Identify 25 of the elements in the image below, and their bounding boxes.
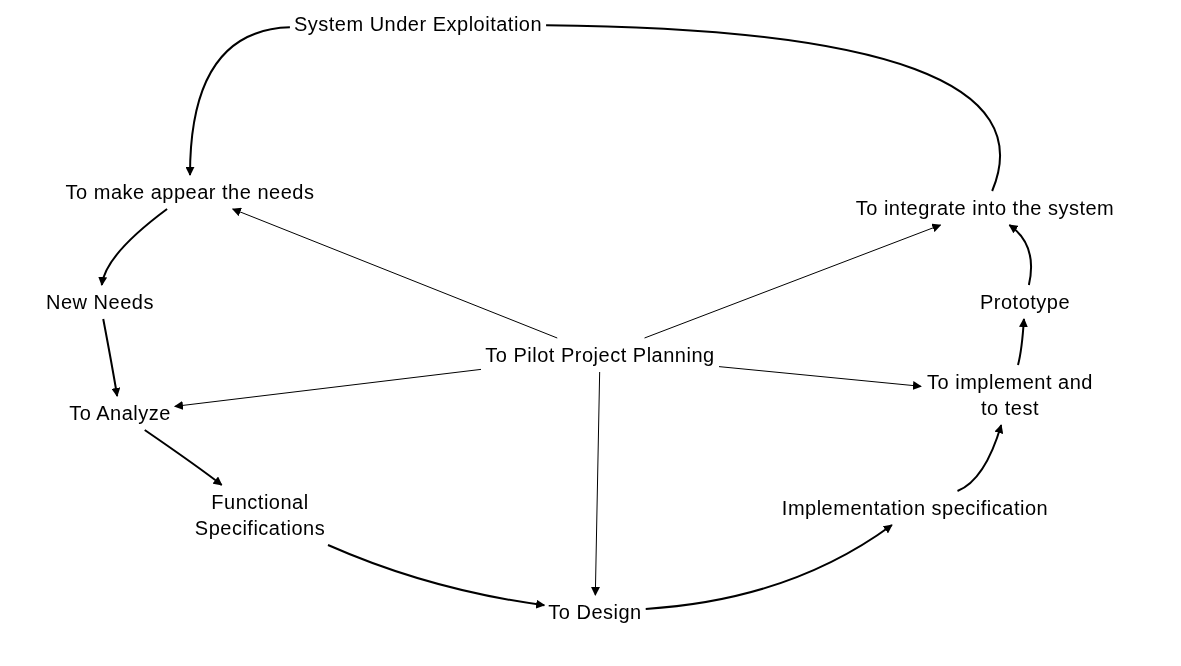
- arrow: [591, 371, 601, 596]
- step-label: To Design: [548, 599, 642, 625]
- arrow: [98, 208, 169, 286]
- step-label: Prototype: [979, 289, 1071, 315]
- arrow: [644, 223, 942, 339]
- arrow: [644, 524, 893, 610]
- step-label: Implementation specification: [781, 495, 1049, 521]
- arrow: [1017, 318, 1028, 366]
- step-label: New Needs: [46, 289, 154, 315]
- step-label: Functional Specifications: [165, 489, 355, 541]
- step-label: To Pilot Project Planning: [485, 342, 715, 368]
- arrow: [231, 207, 558, 339]
- arrow: [718, 366, 922, 390]
- step-label: To integrate into the system: [855, 195, 1115, 221]
- arrow: [143, 429, 223, 486]
- step-label: To make appear the needs: [65, 179, 315, 205]
- arrow: [102, 318, 121, 397]
- arrow: [1008, 224, 1033, 286]
- step-label: To Analyze: [69, 400, 171, 426]
- arrow: [956, 424, 1004, 492]
- step-label: System Under Exploitation: [293, 11, 543, 37]
- arrow: [173, 368, 482, 410]
- arrow: [327, 544, 546, 609]
- step-label: To implement and to test: [925, 369, 1095, 421]
- arrow: [185, 26, 291, 176]
